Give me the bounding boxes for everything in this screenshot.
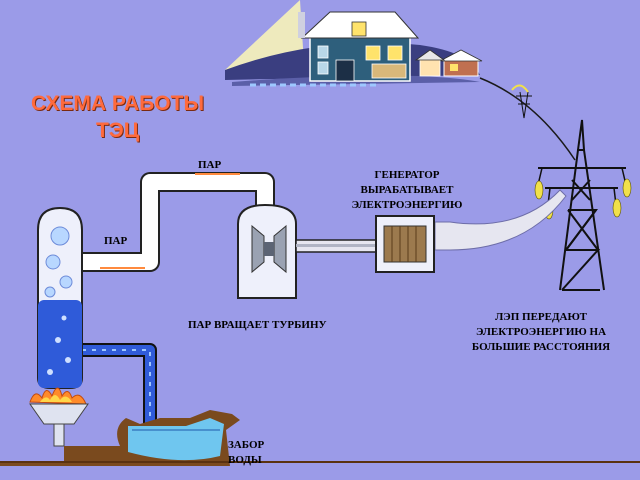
steam-label-left: ПАР — [104, 235, 128, 247]
power-wire-to-town — [479, 77, 576, 161]
generator-label-line-2: ВЫРАБАТЫВАЕТ — [360, 184, 454, 196]
water-intake — [0, 410, 640, 466]
boiler — [37, 206, 83, 389]
transmission-tower — [537, 119, 627, 291]
page-title: СХЕМА РАБОТЫ ТЭЦ — [10, 90, 225, 144]
water-intake-label: ЗАБОР ВОДЫ — [228, 438, 264, 468]
small-house — [414, 49, 483, 77]
small-tower-icon — [511, 84, 532, 119]
generator — [375, 215, 435, 273]
steam-label-top: ПАР — [198, 159, 222, 171]
title-line-2: ТЭЦ — [95, 119, 140, 142]
turbine-label: ПАР ВРАЩАЕТ ТУРБИНУ — [188, 319, 327, 331]
generator-label: ГЕНЕРАТОР ВЫРАБАТЫВАЕТ ЭЛЕКТРОЭНЕРГИЮ — [332, 168, 482, 213]
flame-icon — [29, 387, 89, 447]
powerline-label: ЛЭП ПЕРЕДАЮТ ЭЛЕКТРОЭНЕРГИЮ НА БОЛЬШИЕ Р… — [446, 310, 636, 355]
powerline-label-line-1: ЛЭП ПЕРЕДАЮТ — [495, 311, 587, 323]
powerline-label-line-3: БОЛЬШИЕ РАССТОЯНИЯ — [471, 341, 611, 353]
power-cable — [434, 189, 567, 251]
generator-label-line-1: ГЕНЕРАТОР — [374, 169, 440, 181]
steam-pipe — [82, 172, 275, 272]
water-intake-label-line-2: ВОДЫ — [228, 454, 262, 466]
main-house — [300, 11, 420, 82]
powerline-label-line-2: ЭЛЕКТРОЭНЕРГИЮ НА — [475, 326, 607, 338]
turbine — [237, 203, 297, 299]
title-line-1: СХЕМА РАБОТЫ — [30, 92, 204, 115]
generator-label-line-3: ЭЛЕКТРОЭНЕРГИЮ — [351, 199, 463, 211]
turbine-shaft — [295, 239, 379, 253]
water-intake-label-line-1: ЗАБОР — [228, 439, 265, 451]
water-pipe — [72, 343, 157, 432]
town-scene — [225, 0, 483, 87]
